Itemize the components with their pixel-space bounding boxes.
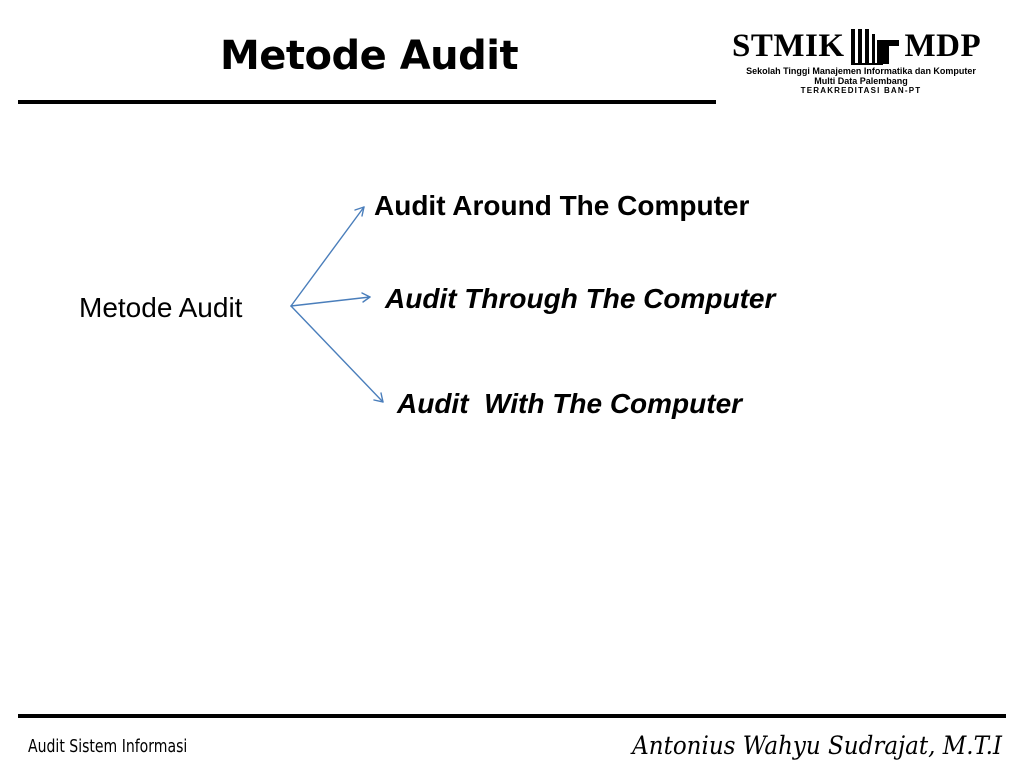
arrow-group <box>290 206 384 403</box>
logo-accreditation: TERAKREDITASI BAN-PT <box>800 86 922 95</box>
arrow-head-through <box>361 292 371 303</box>
branch-through-the-computer: Audit Through The Computer <box>385 283 776 314</box>
stmik-mdp-book-icon <box>850 29 899 65</box>
diagram-root: Metode Audit <box>79 292 243 323</box>
arrow-head-with <box>373 392 384 403</box>
branch-around-the-computer: Audit Around The Computer <box>374 190 750 221</box>
footer-divider <box>18 714 1006 718</box>
footer-author: Antonius Wahyu Sudrajat, M.T.I <box>632 731 1002 760</box>
logo-wordmark: STMIK MDP <box>732 26 990 66</box>
title-divider <box>18 100 716 104</box>
logo-word-left: STMIK <box>732 28 845 64</box>
arrow-to-through <box>290 296 371 307</box>
logo-subtitle-line1: Sekolah Tinggi Manajemen Informatika dan… <box>746 66 976 76</box>
footer-course: Audit Sistem Informasi <box>28 736 188 757</box>
arrow-to-with <box>290 305 384 403</box>
logo-subtitle-line2: Multi Data Palembang <box>814 76 908 86</box>
arrow-head-around <box>354 206 365 217</box>
logo-word-right: MDP <box>904 28 982 64</box>
arrow-to-around <box>290 206 365 307</box>
branch-with-the-computer: Audit With The Computer <box>397 388 743 419</box>
slide-title: Metode Audit <box>220 33 519 79</box>
stmik-mdp-logo: STMIK MDP Sekolah Tinggi Manajemen Infor… <box>732 26 990 106</box>
